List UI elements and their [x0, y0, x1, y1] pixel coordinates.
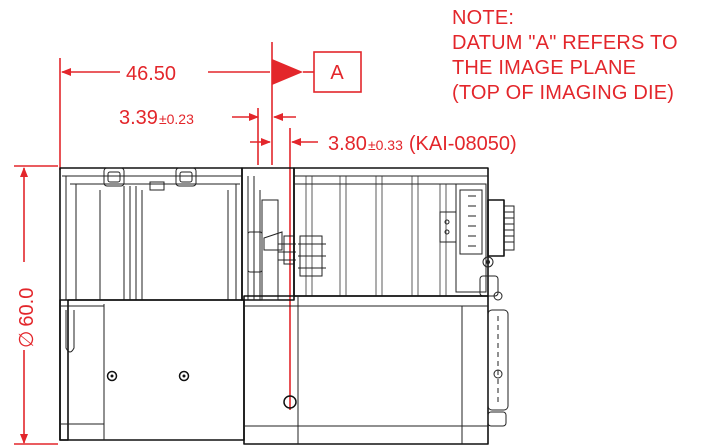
- datum-box: [313, 51, 362, 93]
- offset-2-text: 3.80±0.33(KAI-08050): [328, 133, 517, 155]
- rear-housing-outline: [293, 167, 489, 297]
- diameter-text: ∅60.0: [16, 288, 38, 348]
- sensor-section: [241, 167, 296, 301]
- mount-hole-icon: [283, 395, 297, 409]
- note-line-3: THE IMAGE PLANE: [452, 57, 636, 79]
- screw-2-icon: [178, 370, 190, 382]
- datum-triangle-icon: [272, 59, 303, 85]
- dimension-offset-1: 3.39±0.23: [119, 107, 296, 165]
- connector-outline: [487, 199, 505, 257]
- datum-letter: A: [330, 62, 344, 84]
- rear-connector: [479, 199, 515, 297]
- datum-feature-a: A: [271, 42, 362, 165]
- note-line-4: (TOP OF IMAGING DIE): [452, 82, 674, 104]
- datum-note: NOTE: DATUM "A" REFERS TO THE IMAGE PLAN…: [452, 7, 678, 104]
- rear-housing: [293, 167, 494, 297]
- front-housing: [59, 167, 243, 441]
- offset-1-text: 3.39±0.23: [119, 107, 194, 129]
- camera-body: [59, 167, 515, 445]
- front-housing-outline: [59, 167, 243, 441]
- sensor-section-outline: [241, 167, 295, 301]
- overall-length-value: 46.50: [126, 63, 176, 85]
- dimension-overall-length: 46.50: [59, 58, 270, 170]
- screw-1-icon: [106, 370, 118, 382]
- dimension-diameter: ∅60.0: [14, 165, 58, 445]
- note-line-1: NOTE:: [452, 7, 514, 29]
- front-tube: [59, 299, 245, 441]
- rear-tube-outline: [243, 295, 489, 445]
- rear-tube: [243, 291, 509, 445]
- dimension-offset-2: 3.80±0.33(KAI-08050): [250, 128, 517, 410]
- note-line-2: DATUM "A" REFERS TO: [452, 32, 678, 54]
- front-tube-outline: [59, 299, 245, 441]
